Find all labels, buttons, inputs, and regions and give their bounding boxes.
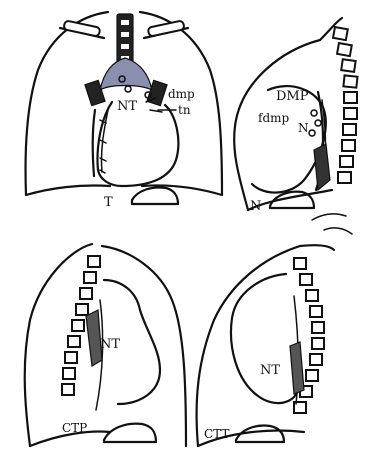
label-fdmp: fdmp <box>258 111 290 125</box>
diaphragm-dome <box>132 188 178 205</box>
vertebral-column <box>333 27 357 183</box>
panel-n: DMP fdmp N N <box>234 18 357 234</box>
label-n: N <box>298 121 309 135</box>
lymph-nodes <box>309 110 321 136</box>
panel-ctp: NT CTP <box>25 244 186 446</box>
panel-caption-ctp: CTP <box>62 421 87 435</box>
panel-caption-ctt: CTT <box>204 427 229 441</box>
curve-marks <box>312 214 352 234</box>
label-dmp: dmp <box>168 87 195 101</box>
panel-t: NT dmp tn T <box>26 12 223 210</box>
radiation-field-shaded <box>290 342 304 394</box>
label-nt: NT <box>117 99 137 114</box>
heart <box>231 274 298 404</box>
label-nt: NT <box>260 363 280 378</box>
radiation-field-shaded <box>314 144 330 190</box>
label-tn: tn <box>178 103 191 117</box>
panel-ctt: NT CTT <box>197 245 334 446</box>
panel-caption-t: T <box>104 195 113 210</box>
panel-caption-n: N <box>250 199 261 214</box>
label-dmp: DMP <box>276 89 309 104</box>
label-nt: NT <box>100 337 120 352</box>
diaphragm-dome <box>104 424 156 442</box>
heart <box>93 102 179 186</box>
